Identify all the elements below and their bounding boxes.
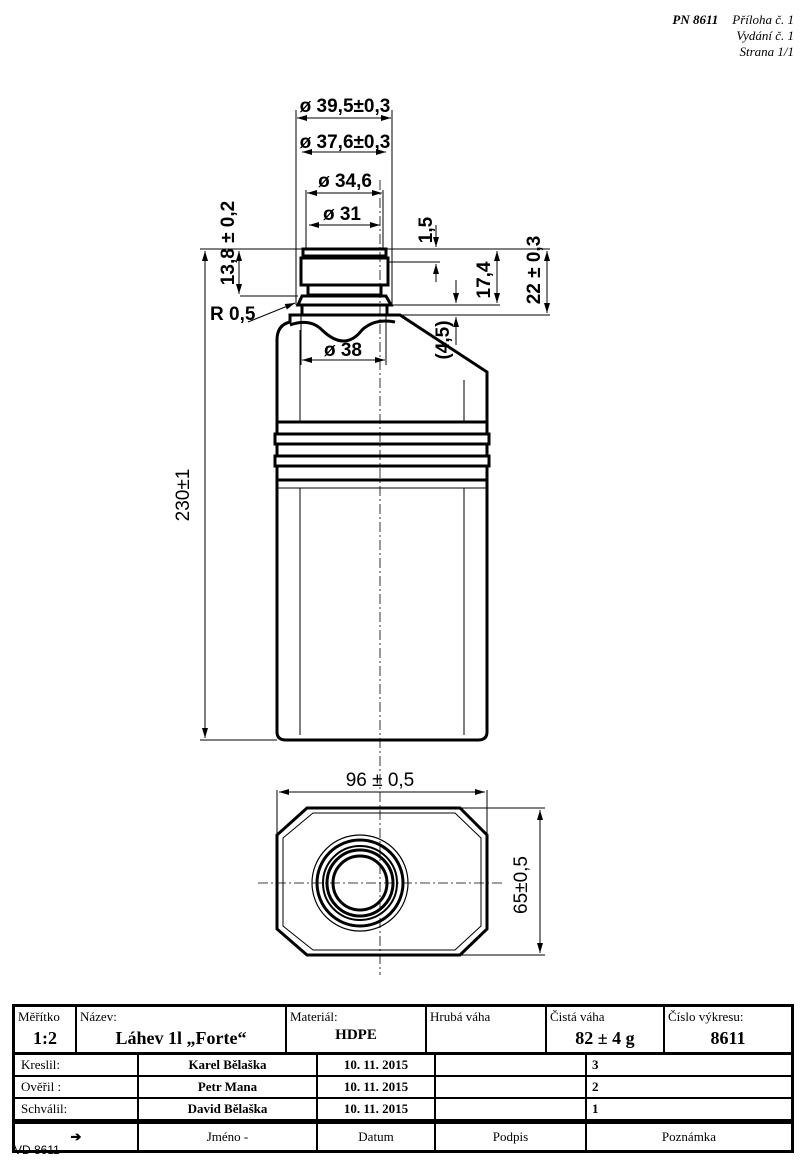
person-name: David Bělaška bbox=[139, 1099, 318, 1119]
signature bbox=[436, 1077, 587, 1097]
dim-depth-65: 65±0,5 bbox=[511, 856, 532, 914]
dim-radius-0-5: R 0,5 bbox=[210, 304, 256, 325]
attachment-no: Příloha č. 1 bbox=[732, 12, 794, 27]
dim-17-4: 17,4 bbox=[474, 261, 495, 298]
note: 1 bbox=[592, 1101, 599, 1116]
name-value: Láhev 1l „Forte“ bbox=[115, 1028, 247, 1048]
date-column-label: Datum bbox=[318, 1124, 436, 1150]
title-block: Měřítko 1:2 Název: Láhev 1l „Forte“ Materi… bbox=[12, 1004, 794, 1153]
dim-dia-31: ø 31 bbox=[323, 204, 361, 225]
net-weight-label: Čistá váha bbox=[550, 1009, 605, 1024]
dim-dia-34-6: ø 34,6 bbox=[318, 171, 372, 192]
person-name: Karel Bělaška bbox=[139, 1055, 318, 1075]
drawing-number-label: Číslo výkresu: bbox=[668, 1009, 744, 1024]
scale-value: 1:2 bbox=[33, 1028, 57, 1048]
dim-4-5: (4,5) bbox=[433, 320, 454, 359]
pn-number: PN 8611 bbox=[672, 12, 719, 27]
dim-dia-38: ø 38 bbox=[324, 340, 362, 361]
dim-dia-39-5: ø 39,5±0,3 bbox=[300, 96, 391, 117]
date: 10. 11. 2015 bbox=[318, 1099, 436, 1119]
name-column-label: Jméno - bbox=[139, 1124, 318, 1150]
dim-height-230: 230±1 bbox=[173, 469, 194, 522]
page-no: Strana 1/1 bbox=[739, 44, 794, 59]
net-weight-value: 82 ± 4 g bbox=[575, 1028, 635, 1048]
dim-dia-37-6: ø 37,6±0,3 bbox=[300, 132, 391, 153]
dim-width-96: 96 ± 0,5 bbox=[346, 770, 415, 791]
gross-weight-label: Hrubá váha bbox=[430, 1009, 491, 1024]
role: Kreslil: bbox=[15, 1055, 139, 1075]
arrow-icon: ➔ bbox=[15, 1124, 139, 1150]
material-label: Materiál: bbox=[290, 1009, 338, 1024]
dim-1-5: 1,5 bbox=[416, 216, 437, 243]
role: Ověřil : bbox=[15, 1077, 139, 1097]
signature bbox=[436, 1055, 587, 1075]
material-value: HDPE bbox=[335, 1027, 377, 1043]
footer-code: VD 8611 bbox=[14, 1143, 60, 1157]
date: 10. 11. 2015 bbox=[318, 1077, 436, 1097]
bottle-drawing: ø 39,5±0,3 ø 37,6±0,3 ø 34,6 ø 31 13,8 ±… bbox=[173, 96, 550, 975]
dim-height-13-8: 13,8 ± 0,2 bbox=[218, 201, 239, 285]
name-label: Název: bbox=[80, 1009, 117, 1024]
note: 3 bbox=[592, 1057, 599, 1072]
issue-no: Vydání č. 1 bbox=[736, 28, 794, 43]
bottle-body bbox=[273, 313, 491, 742]
role: Schválil: bbox=[15, 1099, 139, 1119]
bottle-top-view bbox=[275, 806, 489, 957]
dim-22: 22 ± 0,3 bbox=[524, 236, 545, 305]
note: 2 bbox=[592, 1079, 599, 1094]
sheet-header: PN 8611 Příloha č. 1 Vydání č. 1 Strana 1… bbox=[672, 12, 794, 60]
person-name: Petr Mana bbox=[139, 1077, 318, 1097]
drawing-number-value: 8611 bbox=[710, 1028, 746, 1048]
note-column-label: Poznámka bbox=[661, 1129, 717, 1144]
date: 10. 11. 2015 bbox=[318, 1055, 436, 1075]
scale-label: Měřítko bbox=[18, 1009, 60, 1024]
signature-column-label: Podpis bbox=[436, 1124, 587, 1150]
bottle-neck bbox=[295, 247, 394, 317]
signature bbox=[436, 1099, 587, 1119]
